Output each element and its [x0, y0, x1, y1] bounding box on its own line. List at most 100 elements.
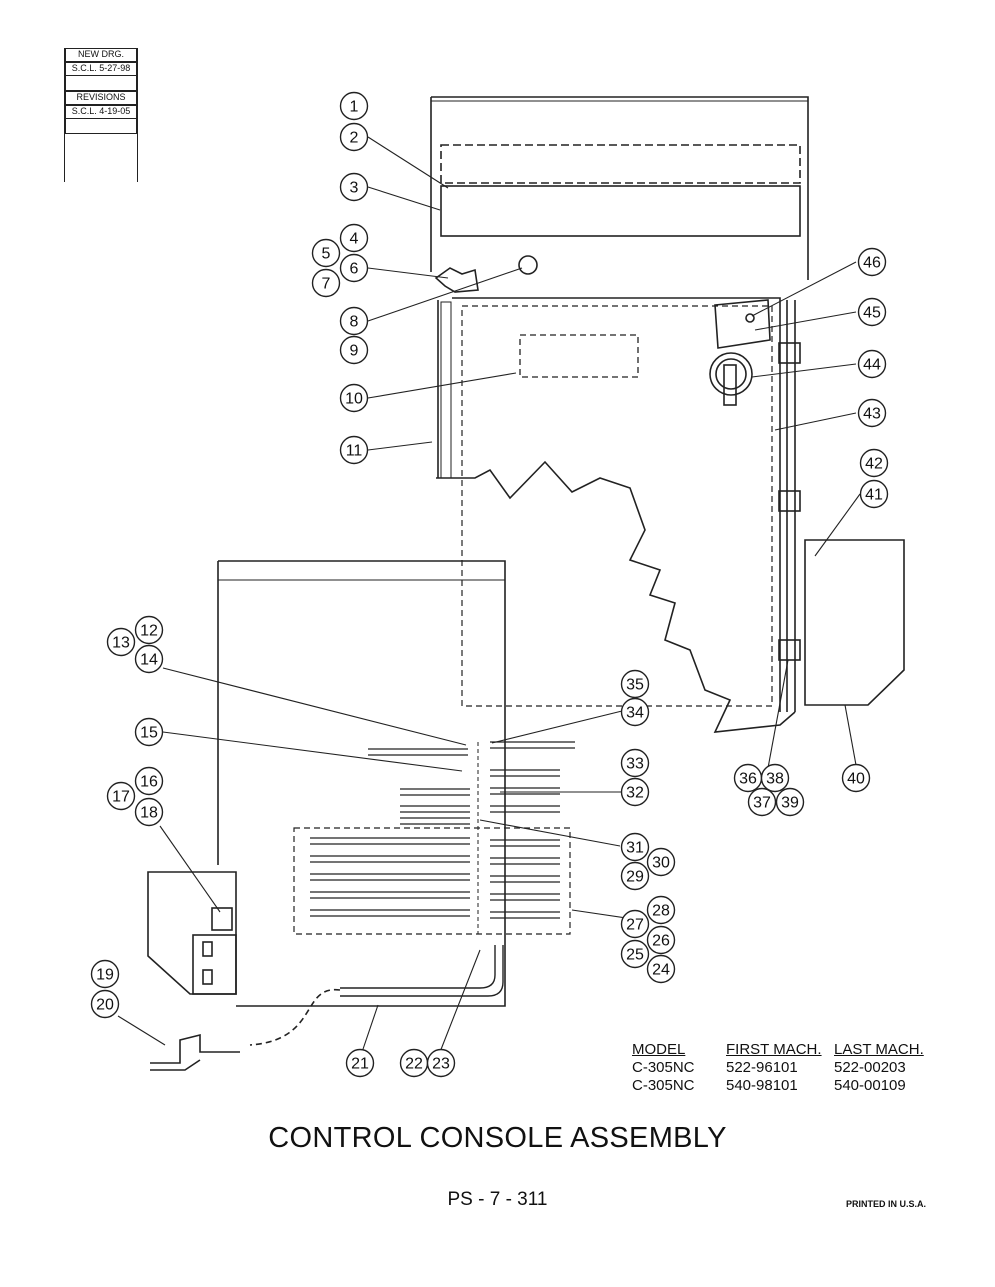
side-box: [804, 539, 905, 706]
handle-ring: [709, 352, 753, 396]
new-drawing-value: S.C.L. 5-27-98: [65, 62, 137, 76]
callout-label: 10: [345, 391, 363, 408]
door-outline: [452, 297, 781, 712]
callout-38: 38: [760, 763, 790, 793]
callout-5: 5: [311, 238, 341, 268]
callout-label: 24: [652, 962, 670, 979]
header-first-mach: FIRST MACH.: [726, 1041, 822, 1058]
callout-46: 46: [857, 247, 887, 277]
rail-bracket-2: [778, 490, 801, 512]
callout-34: 34: [620, 697, 650, 727]
callout-13: 13: [106, 627, 136, 657]
callout-label: 33: [626, 756, 644, 773]
callout-label: 29: [626, 869, 644, 886]
callout-29: 29: [620, 861, 650, 891]
callout-31: 31: [620, 832, 650, 862]
callout-label: 34: [626, 705, 644, 722]
callout-label: 5: [322, 246, 331, 263]
diagram-title: CONTROL CONSOLE ASSEMBLY: [268, 1122, 727, 1154]
callout-37: 37: [747, 787, 777, 817]
model-table-header: MODEL FIRST MACH. LAST MACH.: [632, 1041, 944, 1059]
callout-7: 7: [311, 268, 341, 298]
top-panel-1: [440, 144, 801, 184]
callout-label: 19: [96, 967, 114, 984]
callout-label: 6: [350, 261, 359, 278]
callout-32: 32: [620, 777, 650, 807]
callout-label: 8: [350, 314, 359, 331]
callout-label: 7: [322, 276, 331, 293]
latch: [434, 267, 479, 293]
callout-label: 32: [626, 785, 644, 802]
callout-label: 20: [96, 997, 114, 1014]
header-last-mach: LAST MACH.: [834, 1041, 924, 1058]
callout-label: 25: [626, 947, 644, 964]
lower-panel: [218, 560, 506, 1007]
callout-12: 12: [134, 615, 164, 645]
callout-label: 43: [863, 406, 881, 423]
lock-plate: [714, 299, 771, 349]
model-table: MODEL FIRST MACH. LAST MACH. C-305NC 522…: [632, 1041, 944, 1095]
callout-label: 28: [652, 903, 670, 920]
callout-44: 44: [857, 349, 887, 379]
revision-gap: [65, 76, 137, 91]
callout-24: 24: [646, 954, 676, 984]
callout-36: 36: [733, 763, 763, 793]
callout-4: 4: [339, 223, 369, 253]
top-panel-2: [440, 185, 801, 237]
callout-27: 27: [620, 909, 650, 939]
callout-label: 45: [863, 305, 881, 322]
model-table-row: C-305NC 540-98101 540-00109: [632, 1077, 944, 1095]
callout-label: 44: [863, 357, 881, 374]
callout-label: 26: [652, 933, 670, 950]
callout-14: 14: [134, 644, 164, 674]
callout-33: 33: [620, 748, 650, 778]
conduit-dashed: [249, 989, 341, 1046]
door-inner-dashed: [461, 305, 773, 707]
callout-10: 10: [339, 383, 369, 413]
callout-8: 8: [339, 306, 369, 336]
model-cell: C-305NC: [632, 1059, 695, 1076]
revision-block: NEW DRG. S.C.L. 5-27-98 REVISIONS S.C.L.…: [64, 48, 138, 182]
callout-17: 17: [106, 781, 136, 811]
callout-label: 41: [865, 487, 883, 504]
callout-1: 1: [339, 91, 369, 121]
switch-box: [147, 871, 237, 995]
callout-label: 23: [432, 1056, 450, 1073]
hinge-strip: [440, 301, 452, 479]
callout-11: 11: [339, 435, 369, 465]
callout-20: 20: [90, 989, 120, 1019]
callout-18: 18: [134, 797, 164, 827]
page-number: PS - 7 - 311: [447, 1189, 548, 1210]
callout-label: 35: [626, 677, 644, 694]
callout-41: 41: [859, 479, 889, 509]
first-mach-cell: 540-98101: [726, 1077, 798, 1094]
callout-label: 27: [626, 917, 644, 934]
label-plate: [519, 334, 639, 378]
callout-label: 36: [739, 771, 757, 788]
model-cell: C-305NC: [632, 1077, 695, 1094]
rail-bracket-1: [778, 342, 801, 364]
last-mach-cell: 522-00203: [834, 1059, 906, 1076]
callout-45: 45: [857, 297, 887, 327]
knob: [518, 255, 538, 275]
callout-label: 9: [350, 343, 359, 360]
callout-15: 15: [134, 717, 164, 747]
callout-40: 40: [841, 763, 871, 793]
callout-label: 21: [351, 1056, 369, 1073]
callout-30: 30: [646, 847, 676, 877]
callout-label: 3: [350, 180, 359, 197]
callout-label: 17: [112, 789, 130, 806]
callout-label: 39: [781, 795, 799, 812]
callout-label: 11: [346, 443, 363, 460]
callout-label: 30: [652, 855, 670, 872]
revision-gap-2: [65, 119, 137, 134]
callout-16: 16: [134, 766, 164, 796]
break-line: [436, 460, 796, 733]
printed-note: PRINTED IN U.S.A.: [846, 1199, 927, 1209]
callout-label: 15: [140, 725, 158, 742]
callout-3: 3: [339, 172, 369, 202]
callout-label: 4: [350, 231, 359, 248]
callout-9: 9: [339, 335, 369, 365]
